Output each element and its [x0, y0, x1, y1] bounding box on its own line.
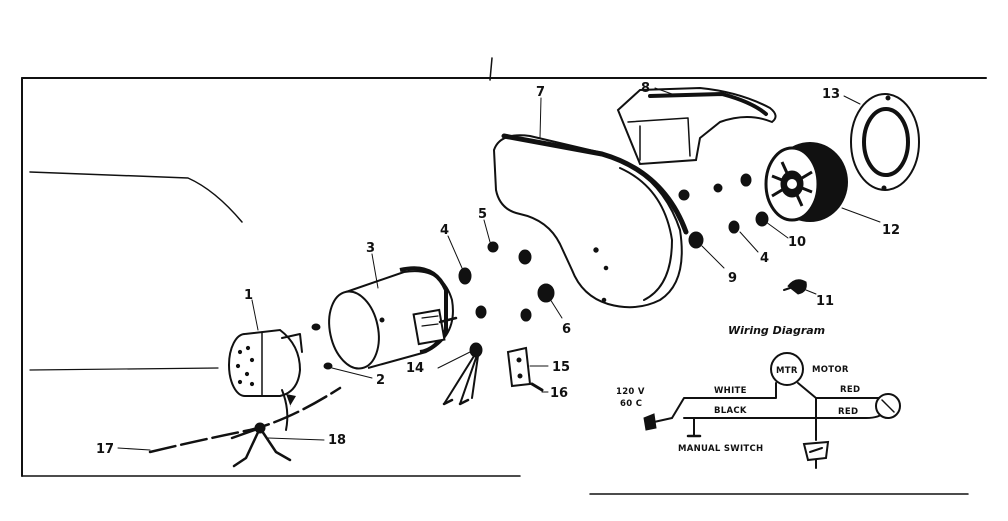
part-8-outlet-duct	[616, 86, 777, 166]
part-15-bracket	[506, 346, 532, 388]
callout-8: 8	[641, 81, 650, 96]
callout-4b: 4	[760, 251, 769, 266]
callout-11: 11	[816, 294, 834, 309]
part-1-timer-motor	[228, 328, 303, 407]
motor-label: MOTOR	[812, 365, 849, 375]
callout-17: 17	[96, 442, 114, 457]
wire-red-bottom-label: RED	[838, 407, 858, 417]
leader-lines	[117, 87, 881, 451]
callout-14: 14	[406, 361, 424, 376]
part-12-blower-wheel	[764, 142, 848, 222]
wire-black-label: BLACK	[714, 406, 747, 416]
part-2-screws	[311, 323, 373, 379]
part-14-wire-leads	[442, 342, 483, 406]
callout-4a: 4	[440, 223, 449, 238]
small-parts-4-5-6	[458, 241, 563, 322]
callout-13: 13	[822, 87, 840, 102]
callout-3: 3	[366, 241, 375, 256]
motor-symbol-label: MTR	[776, 366, 798, 376]
callout-18: 18	[328, 433, 346, 448]
callout-2: 2	[376, 373, 385, 388]
part-16-screw	[530, 382, 544, 392]
wiring-diagram: Wiring Diagram MTR MOTOR 120 V 60 C WHIT…	[616, 324, 901, 469]
frame	[21, 57, 987, 495]
callout-9: 9	[728, 271, 737, 286]
hardware-9-10	[678, 173, 769, 249]
callout-numbers: 1 2 3 4 4 5 6 7 8 9 10 11 12 13 14 15 16…	[96, 81, 900, 457]
callout-10: 10	[788, 235, 806, 250]
callout-12: 12	[882, 223, 900, 238]
part-11-clip	[783, 279, 807, 295]
part-17-18-power-cord	[148, 386, 342, 468]
part-7-blower-housing	[492, 133, 689, 309]
callout-7: 7	[536, 85, 545, 100]
wiring-diagram-title: Wiring Diagram	[728, 324, 825, 337]
callout-16: 16	[550, 386, 568, 401]
part-3-motor	[328, 266, 458, 370]
callout-6: 6	[562, 322, 571, 337]
voltage-label: 120 V	[616, 387, 645, 397]
frequency-label: 60 C	[620, 399, 642, 409]
manual-switch-label: MANUAL SWITCH	[678, 444, 763, 454]
part-13-ring-gasket	[850, 93, 920, 191]
callout-5: 5	[478, 207, 487, 222]
wire-white-label: WHITE	[714, 386, 747, 396]
wire-red-top-label: RED	[840, 385, 860, 395]
callout-15: 15	[552, 360, 570, 375]
callout-1: 1	[244, 288, 253, 303]
